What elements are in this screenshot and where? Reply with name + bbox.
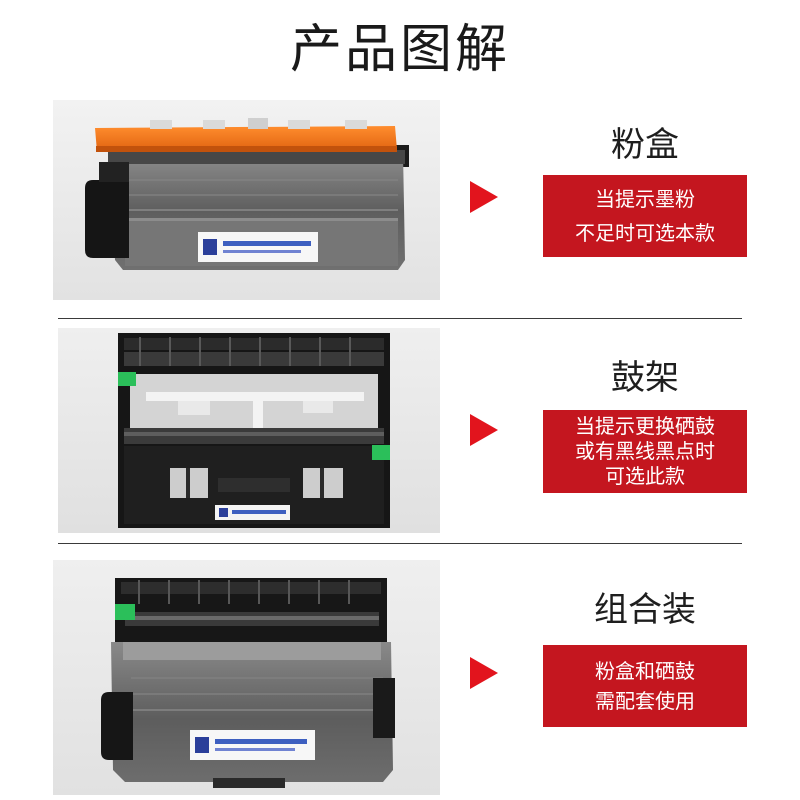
desc-box-drum: 当提示更换硒鼓 或有黑线黑点时 可选此款: [543, 410, 747, 493]
desc-line: 当提示墨粉: [595, 187, 695, 211]
drum-unit-photo: [58, 328, 440, 533]
desc-box-combo: 粉盒和硒鼓 需配套使用: [543, 645, 747, 727]
desc-line: 需配套使用: [595, 689, 695, 713]
item-name-drum: 鼓架: [611, 358, 679, 398]
item-name-combo: 组合装: [594, 590, 696, 630]
arrow-right-icon: [470, 657, 498, 689]
desc-line: 不足时可选本款: [575, 221, 715, 245]
arrow-right-icon: [470, 414, 498, 446]
section-divider: [58, 543, 742, 544]
desc-line: 可选此款: [605, 464, 685, 488]
arrow-right-icon: [470, 181, 498, 213]
page-title: 产品图解: [289, 20, 510, 80]
desc-box-toner: 当提示墨粉 不足时可选本款: [543, 175, 747, 257]
toner-cartridge-photo: [53, 100, 440, 300]
desc-line: 粉盒和硒鼓: [595, 659, 695, 683]
section-divider: [58, 318, 742, 319]
desc-line: 或有黑线黑点时: [575, 439, 715, 463]
combo-set-photo: [53, 560, 440, 795]
item-name-toner: 粉盒: [611, 125, 679, 165]
desc-line: 当提示更换硒鼓: [575, 414, 715, 438]
